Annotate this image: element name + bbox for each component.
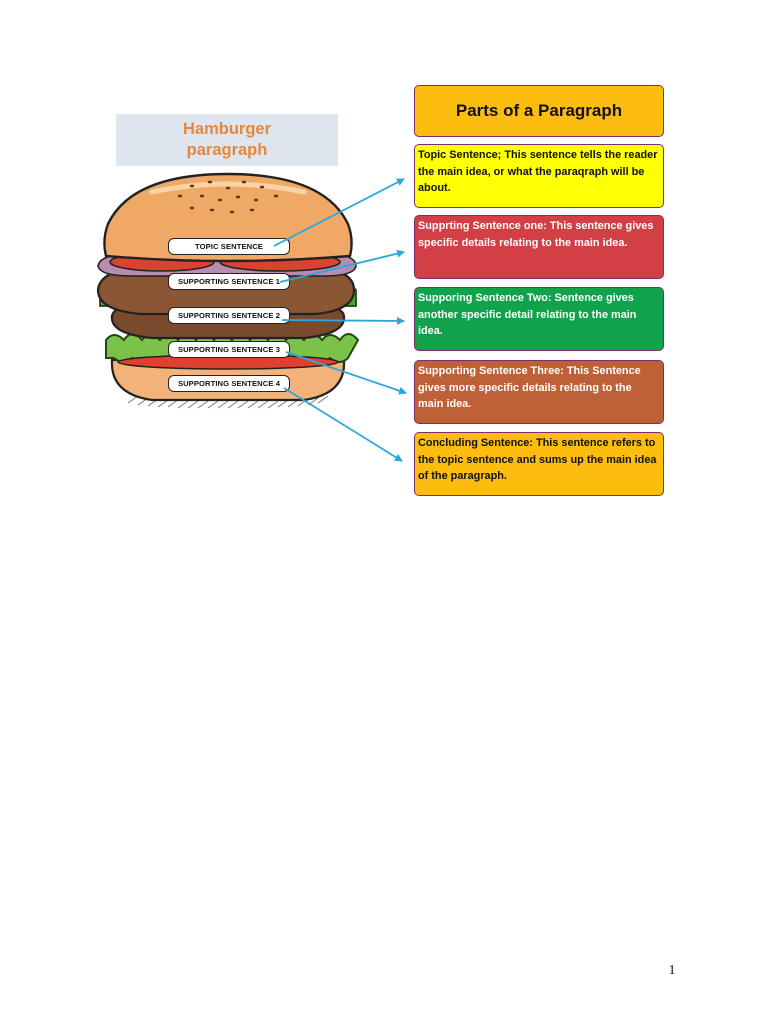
card-concluding-sentence: Concluding Sentence: This sentence refer… — [414, 432, 664, 496]
label-supporting-sentence-2: SUPPORTING SENTENCE 2 — [168, 307, 290, 324]
card-supporting-sentence-three: Supporting Sentence Three: This Sentence… — [414, 360, 664, 424]
page-number: 1 — [662, 963, 682, 979]
label-supporting-sentence-3: SUPPORTING SENTENCE 3 — [168, 341, 290, 358]
hamburger-title-box: Hamburger paragraph — [116, 114, 338, 166]
hamburger-title: Hamburger paragraph — [183, 119, 271, 161]
card-supporting-sentence-two: Supporing Sentence Two: Sentence gives a… — [414, 287, 664, 351]
label-supporting-sentence-1: SUPPORTING SENTENCE 1 — [168, 273, 290, 290]
card-supporting-sentence-one: Supprting Sentence one: This sentence gi… — [414, 215, 664, 279]
label-topic-sentence: TOPIC SENTENCE — [168, 238, 290, 255]
parts-header-title: Parts of a Paragraph — [456, 101, 622, 121]
parts-of-paragraph-header: Parts of a Paragraph — [414, 85, 664, 137]
card-topic-sentence: Topic Sentence; This sentence tells the … — [414, 144, 664, 208]
label-supporting-sentence-4: SUPPORTING SENTENCE 4 — [168, 375, 290, 392]
